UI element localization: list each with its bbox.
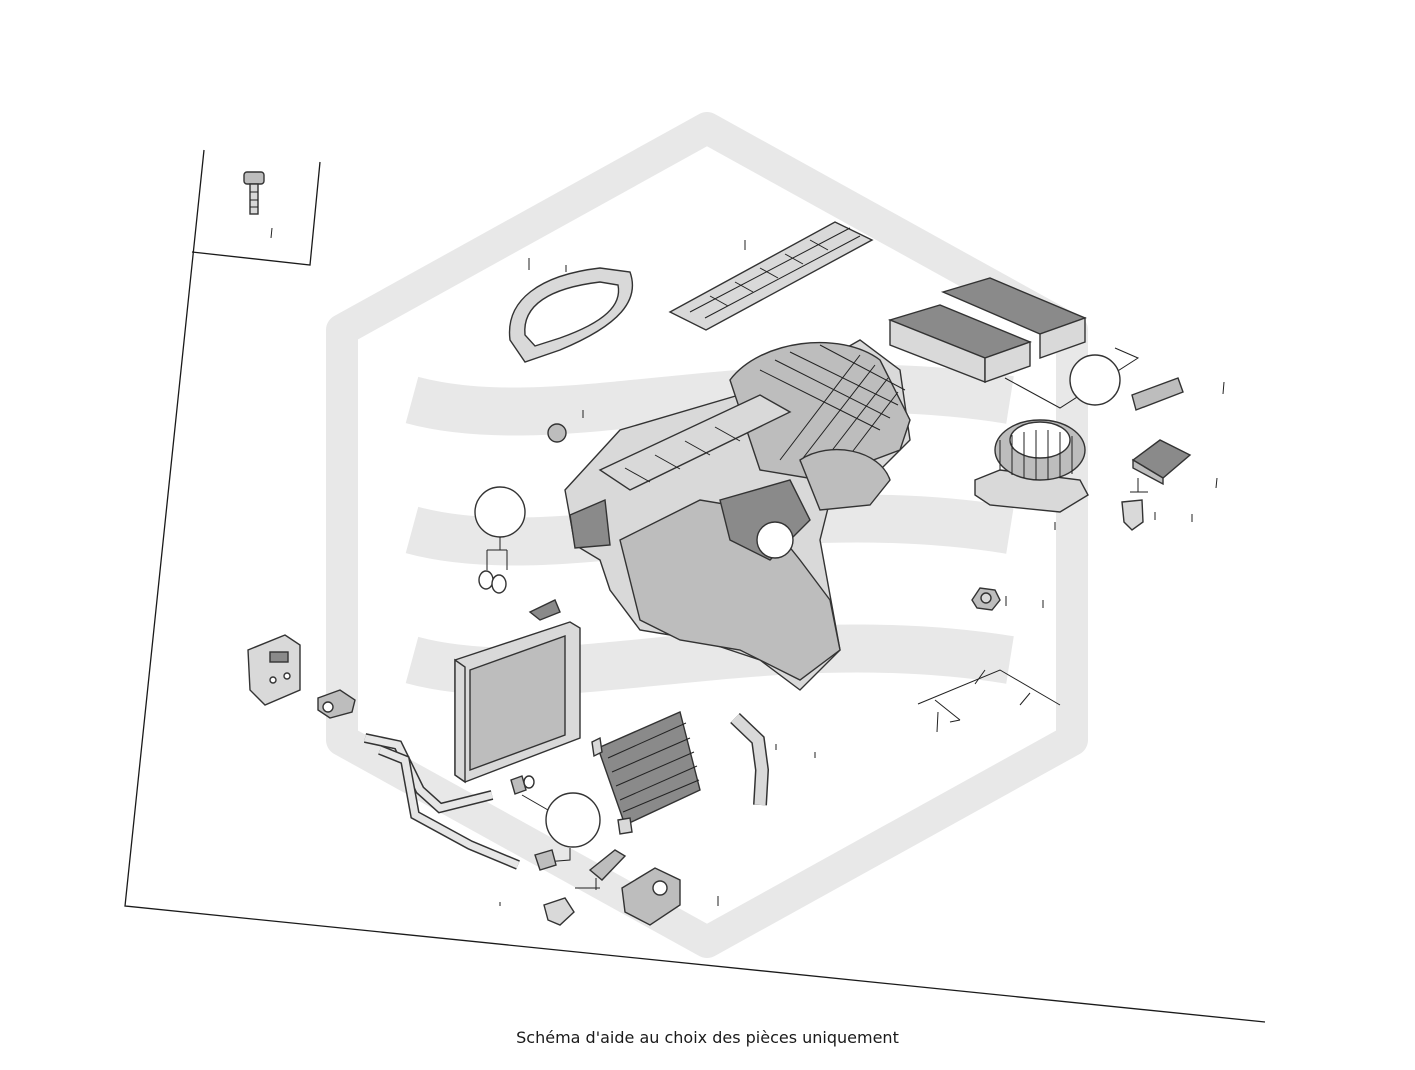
o-ring-group-left xyxy=(474,486,526,594)
bolt-part xyxy=(243,171,273,239)
frame-lines xyxy=(124,149,1266,1023)
cabin-filter-part xyxy=(887,277,1140,409)
blower-motor-part xyxy=(974,419,1089,530)
sensor-part xyxy=(543,849,627,926)
gasket-part xyxy=(668,221,874,331)
seal-frame-part xyxy=(508,258,634,363)
connector-lines xyxy=(917,669,1061,733)
drain-hose-part xyxy=(730,712,816,806)
evaporator-part xyxy=(454,599,581,784)
cap-part xyxy=(547,410,584,443)
o-ring-group-bottom xyxy=(499,775,601,906)
resistor-strip-part xyxy=(1131,377,1225,411)
expansion-valve-part xyxy=(317,689,356,719)
actuator-part xyxy=(621,867,719,926)
diagram-caption: Schéma d'aide au choix des pièces unique… xyxy=(516,1028,899,1047)
refrigerant-pipes-part xyxy=(363,733,520,870)
heater-core-part xyxy=(591,711,701,835)
foam-pad-part xyxy=(247,634,301,706)
hvac-housing-part xyxy=(564,339,911,691)
nut-part xyxy=(971,587,1044,611)
resistor-module-part xyxy=(1121,439,1218,531)
